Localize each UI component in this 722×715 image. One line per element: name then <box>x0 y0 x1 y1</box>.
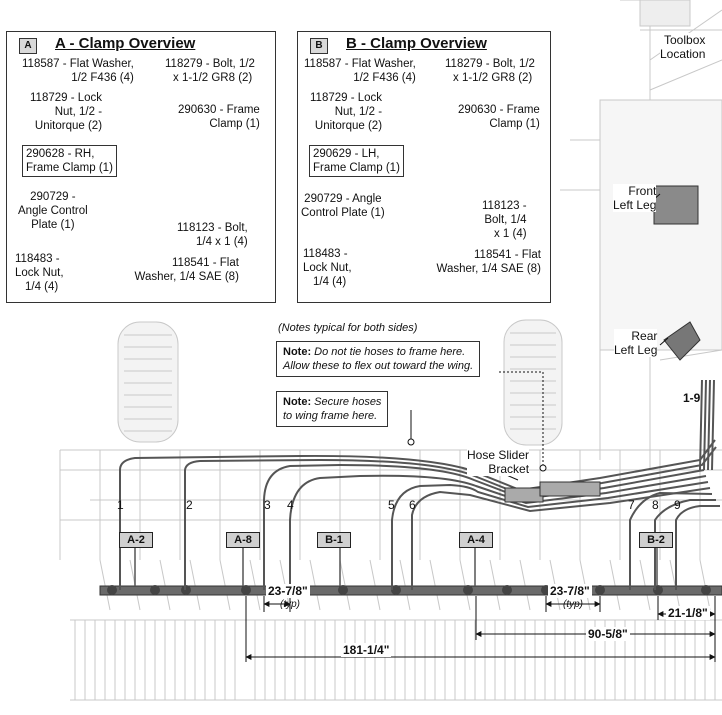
section-tag-a2: A-2 <box>119 532 153 548</box>
section-tag-a8: A-8 <box>226 532 260 548</box>
section-tag-a4: A-4 <box>459 532 493 548</box>
notes-typical-label: (Notes typical for both sides) <box>278 322 418 334</box>
panel-b-bolt-label: 118279 - Bolt, 1/2 x 1-1/2 GR8 (2) <box>445 58 535 84</box>
panel-b-lock-nut-label: 118729 - Lock Nut, 1/2 - Unitorque (2) <box>310 92 383 132</box>
toolbox-location-label: Toolbox Location <box>660 33 706 61</box>
dimension-181: 181-1/4" <box>341 643 392 657</box>
leg-blocks <box>653 185 701 361</box>
hose-number-2: 2 <box>186 498 193 512</box>
hose-number-7: 7 <box>628 498 635 512</box>
section-tag-b1: B-1 <box>317 532 351 548</box>
panel-b-letter: B <box>310 38 328 54</box>
panel-a-bolt-label: 118279 - Bolt, 1/2 x 1-1/2 GR8 (2) <box>165 58 255 84</box>
dimension-90: 90-5/8" <box>586 627 630 641</box>
dimension-typ-right: (typ) <box>563 599 583 610</box>
hose-number-9: 9 <box>674 498 681 512</box>
note-secure-hoses: Note: Secure hoses to wing frame here. <box>276 391 389 427</box>
note-do-not-tie: Note: Do not tie hoses to frame here. Al… <box>276 341 481 377</box>
panel-a-frame-clamp-label: 290630 - Frame Clamp (1) <box>178 104 260 130</box>
hose-number-8: 8 <box>652 498 659 512</box>
hose-number-1: 1 <box>117 498 124 512</box>
panel-a-angle-plate-label: 290729 - Angle Control Plate (1) <box>18 191 88 231</box>
panel-a-letter: A <box>19 38 37 54</box>
panel-b-small-washer-label: 118541 - Flat Washer, 1/4 SAE (8) <box>436 249 541 275</box>
panel-a-lock-nut-label: 118729 - Lock Nut, 1/2 - Unitorque (2) <box>30 92 103 132</box>
dimension-spacing-left: 23-7/8" <box>266 584 310 598</box>
dimension-spacing-right: 23-7/8" <box>548 584 592 598</box>
hose-number-4: 4 <box>287 498 294 512</box>
panel-b-small-bolt-label: 118123 - Bolt, 1/4 x 1 (4) <box>482 200 527 240</box>
hose-range-label: 1-9 <box>683 391 701 405</box>
machine-background <box>59 0 722 701</box>
front-left-leg-label: Front Left Leg <box>613 184 657 212</box>
section-tag-b2: B-2 <box>639 532 673 548</box>
panel-a-small-bolt-label: 118123 - Bolt, 1/4 x 1 (4) <box>177 222 248 248</box>
dimension-typ-left: (typ) <box>280 599 300 610</box>
hose-slider-bracket-label: Hose Slider Bracket <box>467 448 530 476</box>
hose-number-3: 3 <box>264 498 271 512</box>
hose-slider-bracket <box>504 481 601 503</box>
dimension-21: 21-1/8" <box>666 606 710 620</box>
panel-a-small-lock-nut-label: 118483 - Lock Nut, 1/4 (4) <box>15 253 64 293</box>
panel-b-frame-clamp-label: 290630 - Frame Clamp (1) <box>458 104 540 130</box>
panel-b-angle-plate-label: 290729 - Angle Control Plate (1) <box>301 193 385 219</box>
rear-left-leg-label: Rear Left Leg <box>614 329 658 357</box>
panel-a-small-washer-label: 118541 - Flat Washer, 1/4 SAE (8) <box>134 257 239 283</box>
panel-b-title: B - Clamp Overview <box>346 35 487 52</box>
tag-drops <box>134 548 658 586</box>
hose-number-5: 5 <box>388 498 395 512</box>
panel-b-flat-washer-label: 118587 - Flat Washer, 1/2 F436 (4) <box>304 58 416 84</box>
panel-a-flat-washer-label: 118587 - Flat Washer, 1/2 F436 (4) <box>22 58 134 84</box>
panel-a-title: A - Clamp Overview <box>55 35 196 52</box>
panel-b-lh-clamp-label: 290629 - LH, Frame Clamp (1) <box>309 145 404 177</box>
hose-number-6: 6 <box>409 498 416 512</box>
panel-b-small-lock-nut-label: 118483 - Lock Nut, 1/4 (4) <box>303 248 352 288</box>
panel-a-rh-clamp-label: 290628 - RH, Frame Clamp (1) <box>22 145 117 177</box>
